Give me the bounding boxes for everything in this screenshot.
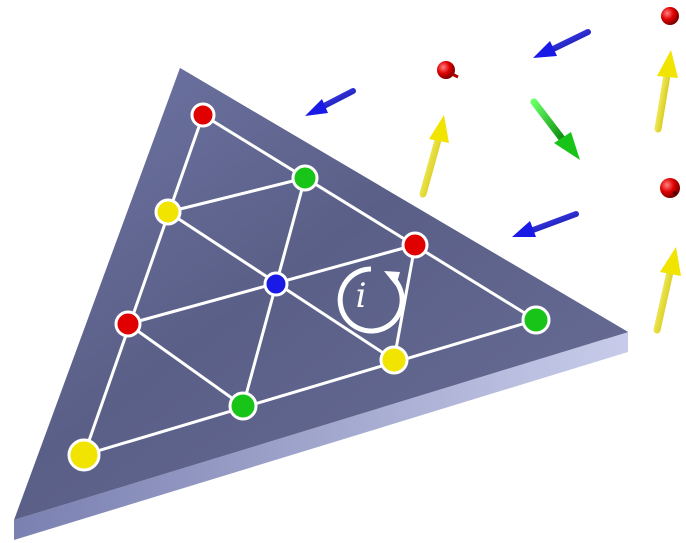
yellow-arrow-icon	[419, 115, 449, 198]
node-red	[114, 310, 142, 338]
circular-arrow-head-icon	[384, 271, 400, 286]
node-blue	[263, 271, 289, 297]
node-yellow	[67, 438, 101, 472]
lattice-line	[167, 176, 306, 214]
green-arrow-icon	[530, 98, 580, 160]
node-red	[401, 231, 429, 259]
plate-bottom-edge	[14, 332, 628, 540]
lattice-nodes	[67, 102, 551, 472]
red-sphere-icon	[661, 7, 679, 25]
node-yellow	[379, 345, 409, 375]
circular-arrow-icon	[337, 266, 405, 334]
yellow-arrow-icon	[653, 247, 681, 334]
lattice-line	[202, 113, 537, 322]
blue-arrow-icon	[305, 88, 356, 116]
plate	[14, 68, 628, 540]
lattice-lines	[82, 113, 537, 457]
lattice-line	[82, 114, 205, 456]
blue-arrow-icon	[512, 211, 579, 237]
lattice-line	[127, 322, 244, 408]
yellow-arrow-icon	[654, 50, 678, 133]
red-sphere-icon	[660, 178, 680, 198]
red-sphere-icon	[437, 61, 459, 79]
node-yellow	[154, 198, 182, 226]
circulation-annotation: i	[337, 266, 405, 334]
lattice-line	[83, 318, 537, 457]
plate-top-face	[14, 68, 628, 520]
floating-objects	[305, 7, 681, 334]
blue-arrow-icon	[533, 29, 591, 58]
node-green	[521, 305, 551, 335]
node-green	[291, 164, 319, 192]
node-green	[228, 391, 258, 421]
node-red	[190, 102, 216, 128]
annotation-symbol: i	[356, 276, 367, 316]
